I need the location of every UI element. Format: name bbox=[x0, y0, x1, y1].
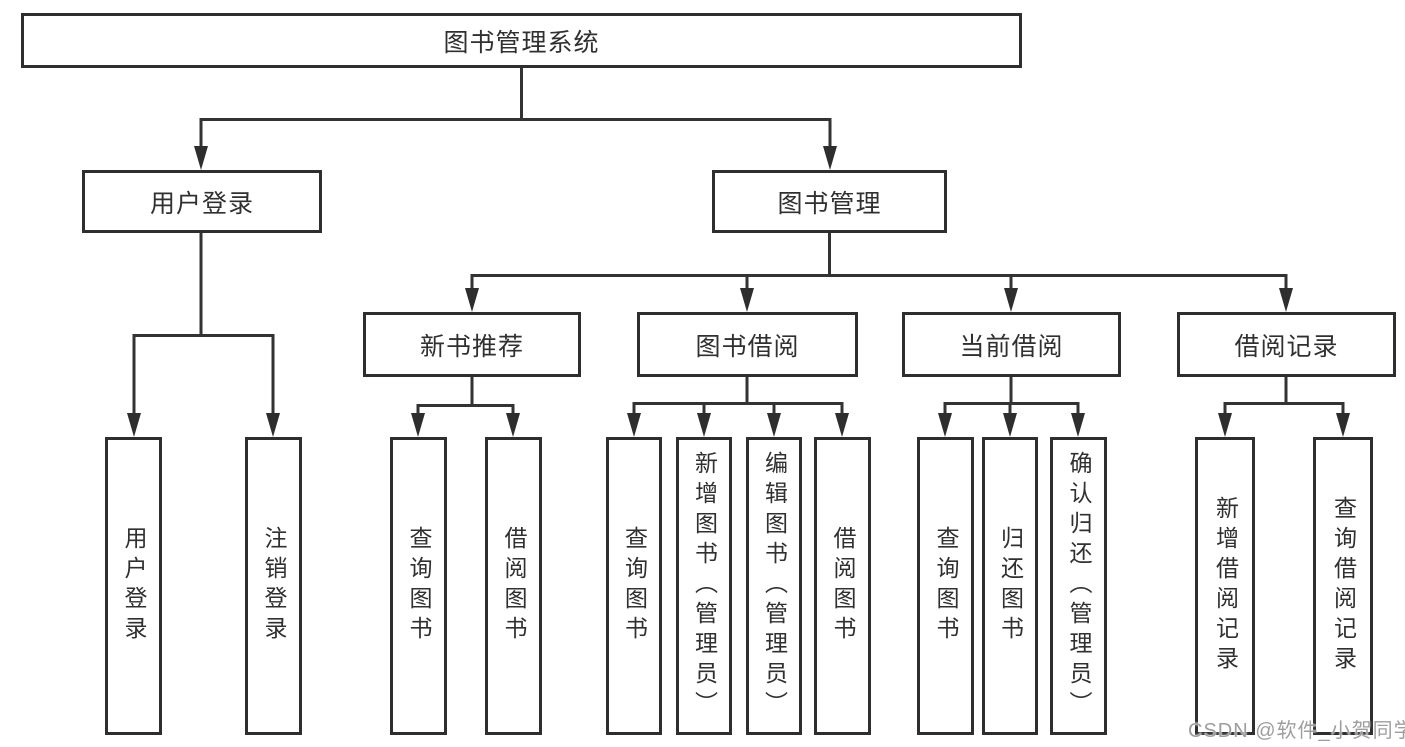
arrowhead-icon bbox=[627, 413, 641, 437]
leaf-logout: 注销登录 bbox=[245, 437, 302, 735]
node-label: 借阅记录 bbox=[1234, 332, 1339, 361]
arrowhead-icon bbox=[1336, 413, 1350, 437]
arrowhead-icon bbox=[823, 146, 837, 170]
node-label: 借阅图书 bbox=[830, 526, 856, 646]
leaf-add-borrow-record: 新增借阅记录 bbox=[1195, 437, 1255, 735]
arrowhead-icon bbox=[767, 413, 781, 437]
leaf-return-books: 归还图书 bbox=[982, 437, 1038, 735]
node-label: 归还图书 bbox=[997, 526, 1024, 646]
leaf-add-books-admin: 新增图书（管理员） bbox=[676, 437, 732, 735]
node-user-login-module: 用户登录 bbox=[82, 170, 322, 233]
node-book-borrowing: 图书借阅 bbox=[637, 312, 858, 377]
arrowhead-icon bbox=[411, 413, 425, 437]
node-label: 查询图书 bbox=[621, 526, 648, 646]
node-label: 用户登录 bbox=[149, 189, 254, 218]
node-label: 图书管理系统 bbox=[443, 28, 600, 57]
node-label: 图书管理 bbox=[777, 189, 882, 218]
arrowheads bbox=[127, 146, 1350, 437]
connector-bookmgmt-to-level2 bbox=[470, 233, 1288, 292]
leaf-edit-books-admin: 编辑图书（管理员） bbox=[746, 437, 802, 735]
arrowhead-icon bbox=[1218, 413, 1232, 437]
node-label: 新增图书（管理员） bbox=[691, 451, 718, 721]
arrowhead-icon bbox=[266, 413, 280, 437]
node-label: 当前借阅 bbox=[959, 332, 1064, 361]
node-label: 新增借阅记录 bbox=[1212, 496, 1239, 676]
node-label: 查询图书 bbox=[406, 526, 432, 646]
node-borrowing-records: 借阅记录 bbox=[1177, 312, 1396, 377]
arrowhead-icon bbox=[194, 146, 208, 170]
node-label: 新书推荐 bbox=[419, 332, 524, 361]
arrowhead-icon bbox=[697, 413, 711, 437]
node-label: 确认归还（管理员） bbox=[1066, 451, 1092, 721]
leaf-query-books-current: 查询图书 bbox=[917, 437, 974, 735]
arrowhead-icon bbox=[1071, 413, 1085, 437]
arrowhead-icon bbox=[506, 413, 520, 437]
leaf-borrow-books: 借阅图书 bbox=[814, 437, 871, 735]
node-book-management-system: 图书管理系统 bbox=[21, 13, 1022, 68]
node-label: 图书借阅 bbox=[695, 332, 800, 361]
arrowhead-icon bbox=[835, 413, 849, 437]
arrowhead-icon bbox=[740, 288, 754, 312]
connector-root-to-level1 bbox=[199, 68, 832, 150]
node-label: 借阅图书 bbox=[501, 526, 527, 646]
arrowhead-icon bbox=[465, 288, 479, 312]
csdn-watermark: CSDN @软件_小贺同学 bbox=[1188, 720, 1405, 742]
arrowhead-icon bbox=[1279, 288, 1293, 312]
arrowhead-icon bbox=[938, 413, 952, 437]
leaf-query-books-recommend: 查询图书 bbox=[390, 437, 447, 735]
node-book-management-module: 图书管理 bbox=[712, 170, 947, 233]
leaf-confirm-return-admin: 确认归还（管理员） bbox=[1050, 437, 1107, 735]
node-current-borrowing: 当前借阅 bbox=[902, 312, 1121, 377]
connector-newbooks-to-leaves bbox=[416, 377, 515, 419]
arrowhead-icon bbox=[127, 413, 141, 437]
connector-current-to-leaves bbox=[943, 377, 1080, 419]
node-new-book-recommend: 新书推荐 bbox=[363, 312, 581, 377]
leaf-query-books-borrowing: 查询图书 bbox=[606, 437, 662, 735]
node-label: 查询图书 bbox=[933, 526, 959, 646]
connector-records-to-leaves bbox=[1223, 377, 1345, 419]
node-label: 编辑图书（管理员） bbox=[761, 451, 788, 721]
node-label: 用户登录 bbox=[121, 526, 147, 646]
node-label: 注销登录 bbox=[261, 526, 287, 646]
connector-borrowing-to-leaves bbox=[632, 377, 844, 419]
arrowhead-icon bbox=[1004, 288, 1018, 312]
node-label: 查询借阅记录 bbox=[1330, 496, 1357, 676]
leaf-borrow-books-recommend: 借阅图书 bbox=[485, 437, 542, 735]
arrowhead-icon bbox=[1003, 413, 1017, 437]
leaf-user-login: 用户登录 bbox=[105, 437, 162, 735]
leaf-query-borrow-record: 查询借阅记录 bbox=[1313, 437, 1373, 735]
connector-userlogin-to-leaves bbox=[132, 233, 275, 419]
